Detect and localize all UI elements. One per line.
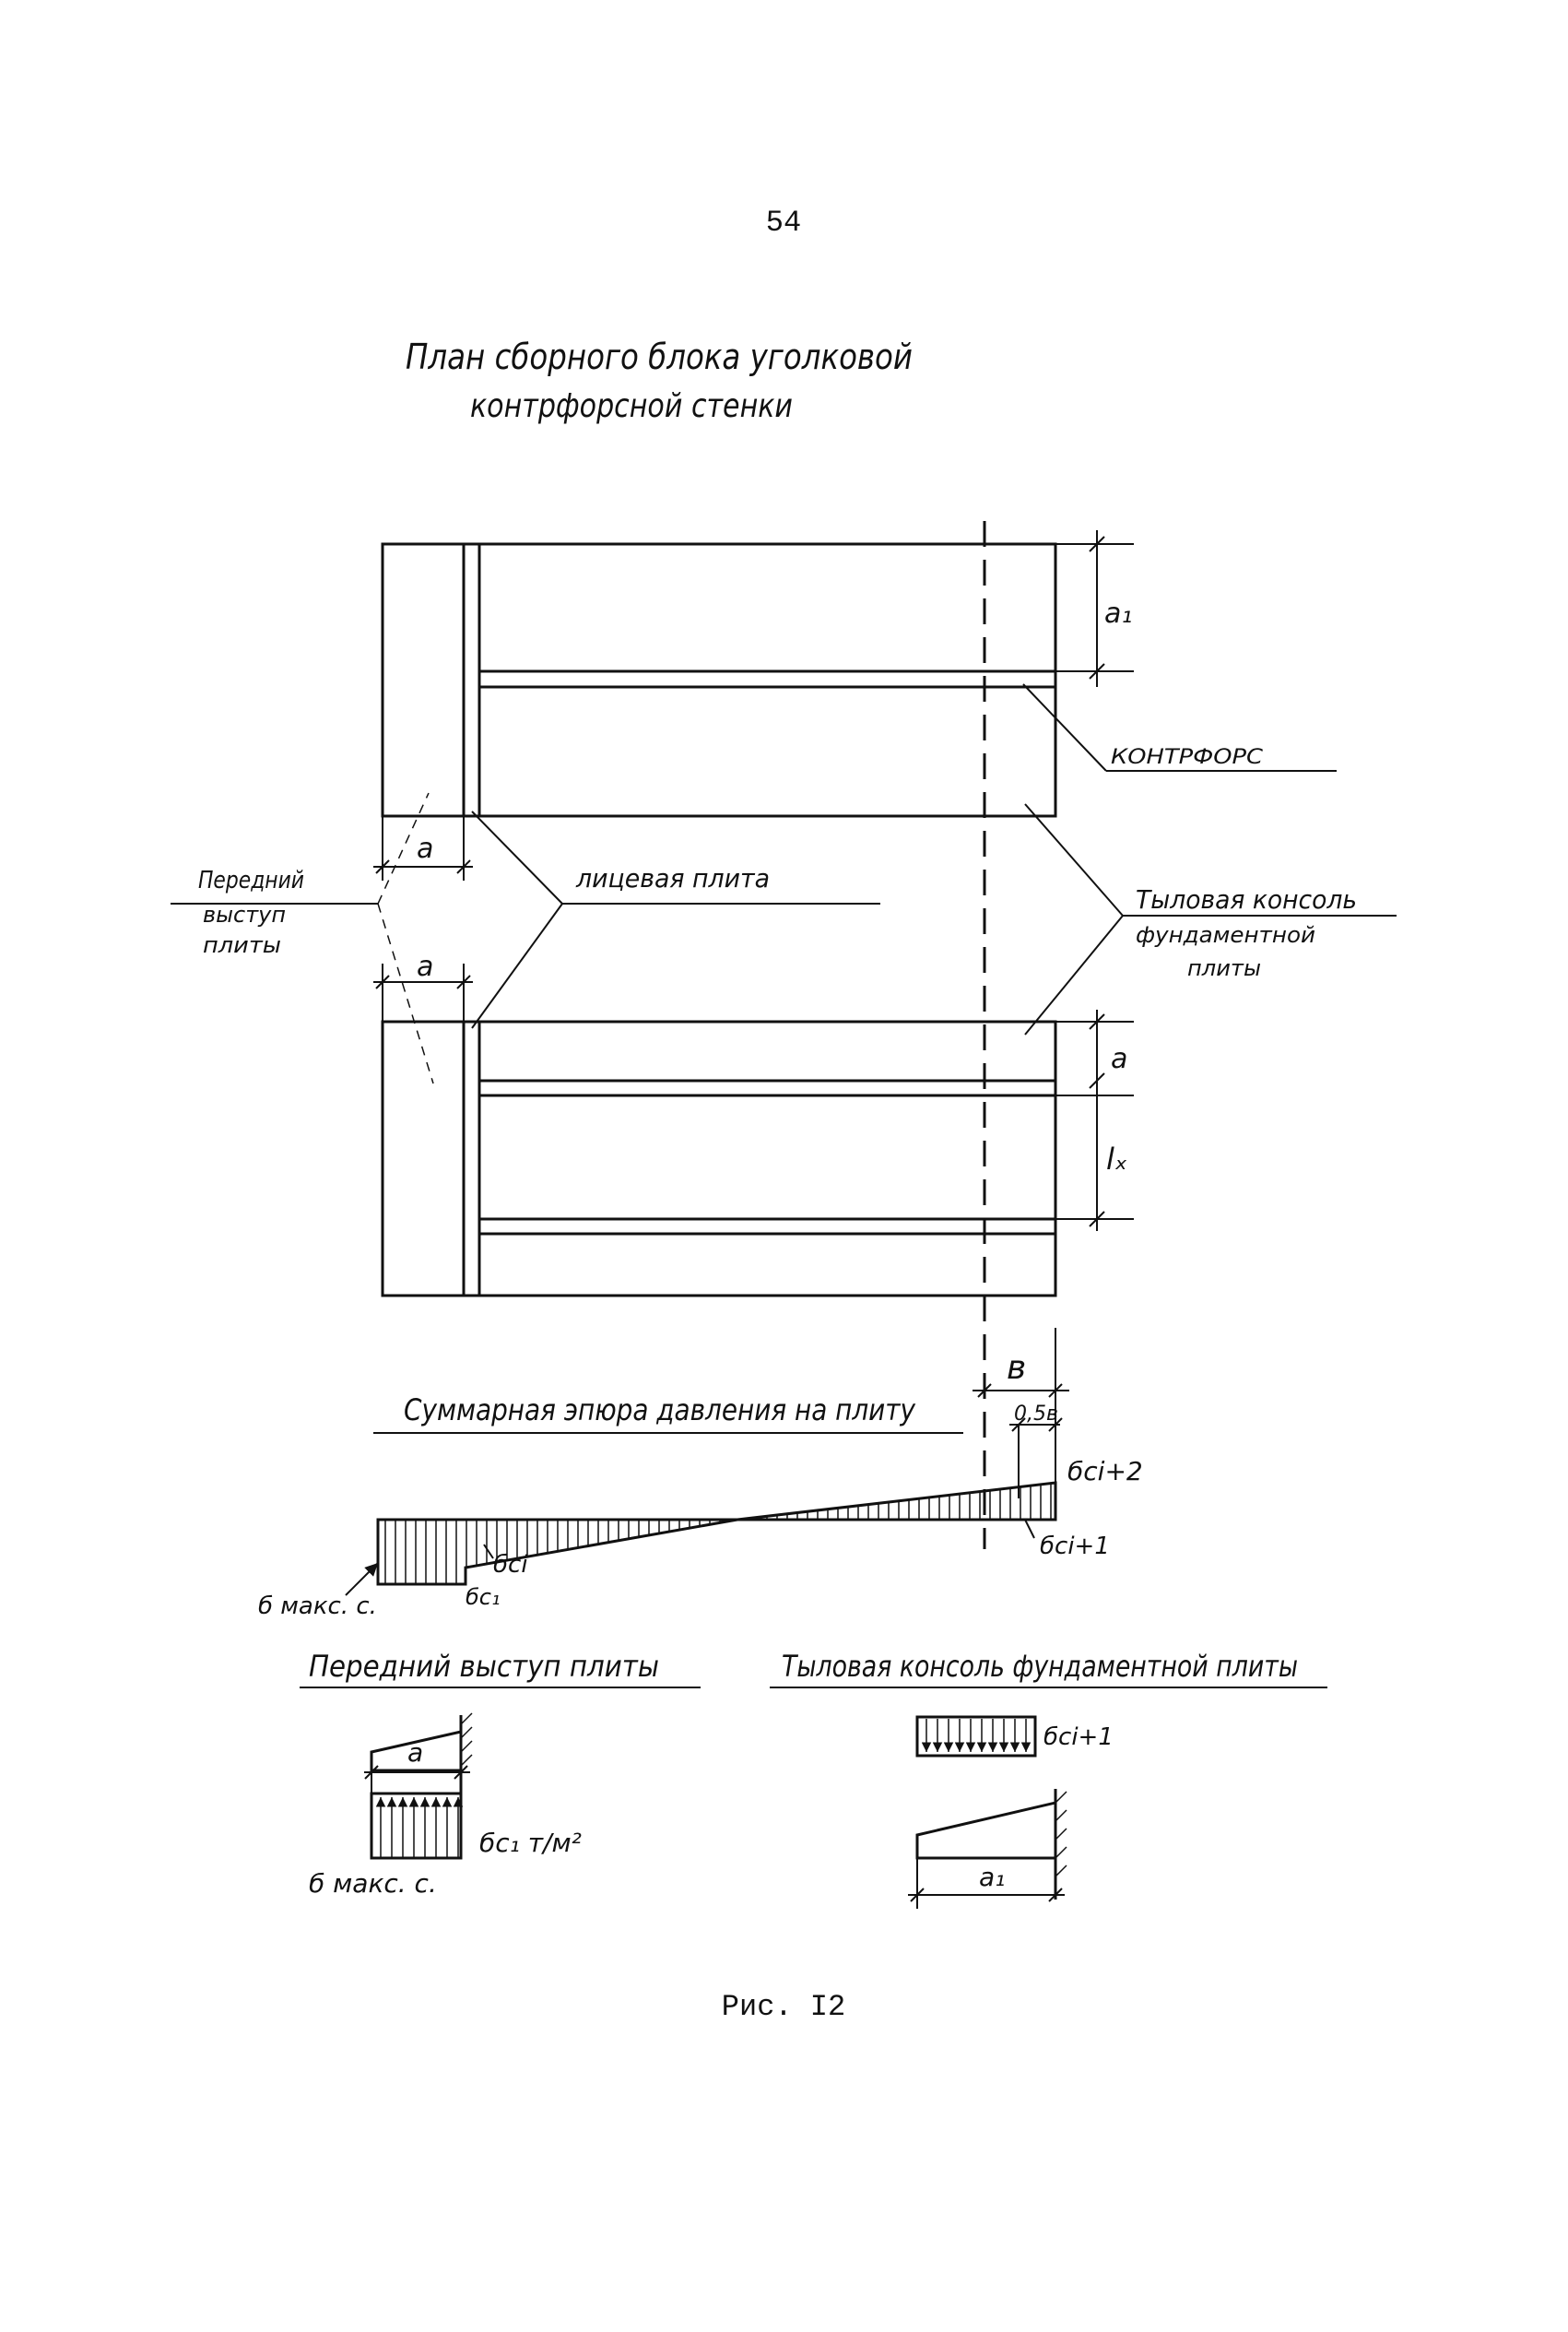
front-ledge-callout: Передний выступ плиты: [171, 792, 434, 1084]
sigma-ci2-label: бсi+2: [1067, 1456, 1143, 1486]
sigma-c1-label: бс₁: [466, 1584, 501, 1610]
pressure-diagram: бсi+2 бсi+1 бсi бс₁ б макс. с.: [258, 1456, 1143, 1620]
front-pressure-arrows: [375, 1797, 464, 1858]
front-wall-hatch: [460, 1712, 473, 1767]
dim-a-mid: a: [373, 951, 473, 1022]
rear-section-title: Тыловая консоль фундаментной плиты: [782, 1649, 1298, 1684]
sigma-ci-label: бсi: [493, 1551, 528, 1579]
plan-title-line1: План сборного блока уголковой: [406, 337, 913, 377]
dim-half-b-label: 0,5в: [1014, 1403, 1058, 1426]
dim-b: в 0,5в: [973, 1328, 1069, 1498]
figure-caption: Рис. I2: [722, 1990, 845, 2024]
sigma-ci1-label: бсi+1: [1040, 1533, 1110, 1560]
dim-a-top-label: a: [417, 833, 433, 865]
pressure-hatching-right: [756, 1483, 1052, 1520]
bottom-block: [381, 1020, 1057, 1297]
rear-sigma-label: бсi+1: [1043, 1723, 1114, 1751]
dim-b-label: в: [1007, 1349, 1026, 1387]
rear-section: Тыловая консоль фундаментной плиты бсi+1…: [770, 1649, 1327, 1909]
rear-a1-label: a₁: [979, 1862, 1005, 1892]
face-slab-label: лицевая плита: [575, 863, 770, 894]
dim-a1-top-label: a₁: [1104, 598, 1132, 630]
front-section-a-label: a: [407, 1737, 423, 1768]
page-number: 54: [766, 206, 801, 240]
pressure-diagram-title: Суммарная эпюра давления на плиту: [373, 1392, 963, 1434]
pressure-hatching-left: [384, 1520, 721, 1584]
front-section: Передний выступ плиты a бс₁ т/м² б макс.…: [300, 1649, 701, 1899]
front-ledge-line2: выступ: [203, 902, 286, 928]
kontrfors-label: КОНТРФОРС: [1111, 746, 1264, 769]
dim-a1-top: a₁: [1055, 530, 1134, 687]
kontrfors-callout: КОНТРФОРС: [1022, 683, 1337, 772]
front-section-title: Передний выступ плиты: [309, 1649, 659, 1684]
rear-console-callout: Тыловая консоль фундаментной плиты: [1024, 803, 1397, 1036]
plan-title-line2: контрфорсной стенки: [470, 387, 793, 425]
dim-a-right-label: a: [1111, 1043, 1127, 1075]
rear-console-line3: плиты: [1187, 955, 1261, 981]
dim-a-right: a: [1055, 1010, 1134, 1107]
dim-a-mid-label: a: [417, 951, 433, 983]
rear-console-line2: фундаментной: [1136, 922, 1315, 948]
dim-lx-label: lₓ: [1106, 1142, 1127, 1177]
dim-a-top: a: [373, 816, 473, 881]
front-sigma-c1-label: бс₁ т/м²: [479, 1828, 582, 1858]
front-ledge-line1: Передний: [198, 867, 304, 894]
front-sigma-max-label: б макс. с.: [309, 1868, 437, 1899]
rear-pressure-arrows: [921, 1719, 1032, 1752]
rear-wall-hatch: [1055, 1791, 1067, 1877]
face-slab-callout: лицевая плита: [471, 811, 880, 1029]
front-ledge-line3: плиты: [203, 932, 281, 958]
plan-title: План сборного блока уголковой контрфорсн…: [406, 337, 913, 425]
top-block: [381, 542, 1057, 818]
dim-lx: lₓ: [1055, 1095, 1134, 1231]
rear-console-line1: Тыловая консоль: [1136, 884, 1357, 915]
pressure-diagram-title-text: Суммарная эпюра давления на плиту: [404, 1392, 916, 1427]
sigma-max-label: б макс. с.: [258, 1592, 377, 1620]
